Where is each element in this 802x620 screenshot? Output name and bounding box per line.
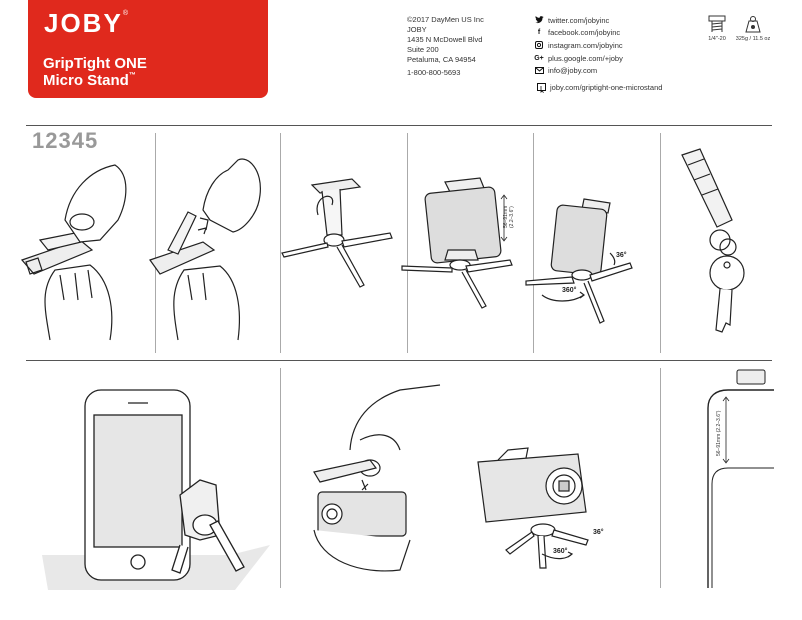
tilt-angle-label-2: 36° bbox=[593, 529, 604, 536]
product-name-line1: GripTight ONE bbox=[43, 55, 147, 72]
pan-angle-label-2: 360° bbox=[553, 548, 568, 555]
social-link-text: instagram.com/jobyinc bbox=[548, 40, 623, 50]
step5-illustration bbox=[525, 198, 633, 324]
social-links: twitter.com/jobyinc f facebook.com/jobyi… bbox=[534, 14, 623, 77]
step1-illustration bbox=[20, 164, 127, 341]
google-plus-icon: G+ bbox=[534, 54, 544, 62]
camera-stand-illustration bbox=[477, 447, 589, 569]
web-icon bbox=[536, 82, 546, 93]
panel-divider bbox=[660, 368, 661, 588]
panel-divider bbox=[280, 368, 281, 588]
social-link-text: plus.google.com/+joby bbox=[548, 53, 623, 63]
pan-angle-label: 360° bbox=[562, 287, 577, 294]
range-inch-label: (2.2–3.6") bbox=[509, 206, 515, 228]
size-range-label: 56–91mm (2.2–3.6") bbox=[716, 410, 722, 456]
social-link-text: facebook.com/jobyinc bbox=[548, 28, 621, 38]
social-link-facebook[interactable]: f facebook.com/jobyinc bbox=[534, 27, 623, 40]
brand-header: JOBY® GripTight ONE Micro Stand™ bbox=[28, 0, 268, 98]
weight-icon bbox=[745, 16, 761, 33]
product-code: 12345 bbox=[32, 128, 99, 153]
social-link-text: info@joby.com bbox=[548, 66, 598, 76]
product-name-line2: Micro Stand™ bbox=[43, 72, 136, 89]
joby-logo: JOBY® bbox=[44, 8, 130, 38]
social-link-twitter[interactable]: twitter.com/jobyinc bbox=[534, 14, 623, 27]
size-guide-illustration bbox=[707, 369, 774, 588]
screw-thread-icon bbox=[708, 15, 726, 32]
address-line: 1435 N McDowell Blvd bbox=[407, 35, 483, 44]
panel-divider bbox=[660, 133, 661, 353]
weight-spec: 325g / 11.5 oz bbox=[734, 14, 772, 42]
panel-divider bbox=[280, 133, 281, 353]
social-link-instagram[interactable]: instagram.com/jobyinc bbox=[534, 39, 623, 52]
phone-stand-illustration bbox=[42, 389, 270, 590]
section-divider bbox=[26, 125, 772, 126]
facebook-icon: f bbox=[537, 29, 541, 37]
phone-number: 1-800-800-5693 bbox=[407, 68, 461, 77]
thread-size: 1/4"-20 bbox=[708, 36, 726, 42]
twitter-icon bbox=[534, 16, 544, 25]
step6-illustration bbox=[681, 148, 745, 333]
address-line: JOBY bbox=[407, 25, 427, 34]
section-divider bbox=[26, 360, 772, 361]
address-line: Suite 200 bbox=[407, 45, 439, 54]
step3-illustration bbox=[281, 178, 393, 288]
website-text: joby.com/griptight-one-microstand bbox=[550, 83, 663, 92]
address-line: ©2017 DayMen US Inc bbox=[407, 15, 484, 24]
step4-illustration bbox=[401, 177, 513, 309]
website-link[interactable]: joby.com/griptight-one-microstand bbox=[536, 82, 663, 93]
company-address: ©2017 DayMen US Inc JOBY 1435 N McDowell… bbox=[407, 15, 484, 65]
address-line: Petaluma, CA 94954 bbox=[407, 55, 476, 64]
camera-mount-illustration bbox=[313, 384, 441, 572]
panel-divider bbox=[407, 133, 408, 353]
panel-divider bbox=[155, 133, 156, 353]
tilt-angle-label: 36° bbox=[616, 252, 627, 259]
thread-spec: 1/4"-20 bbox=[704, 14, 730, 42]
mail-icon bbox=[534, 66, 544, 75]
panel-divider bbox=[533, 133, 534, 353]
social-link-email[interactable]: info@joby.com bbox=[534, 64, 623, 77]
social-link-text: twitter.com/jobyinc bbox=[548, 15, 610, 25]
social-link-google-plus[interactable]: G+ plus.google.com/+joby bbox=[534, 52, 623, 65]
instagram-icon bbox=[534, 41, 544, 50]
step2-illustration bbox=[149, 158, 261, 341]
weight-value: 325g / 11.5 oz bbox=[735, 36, 771, 42]
